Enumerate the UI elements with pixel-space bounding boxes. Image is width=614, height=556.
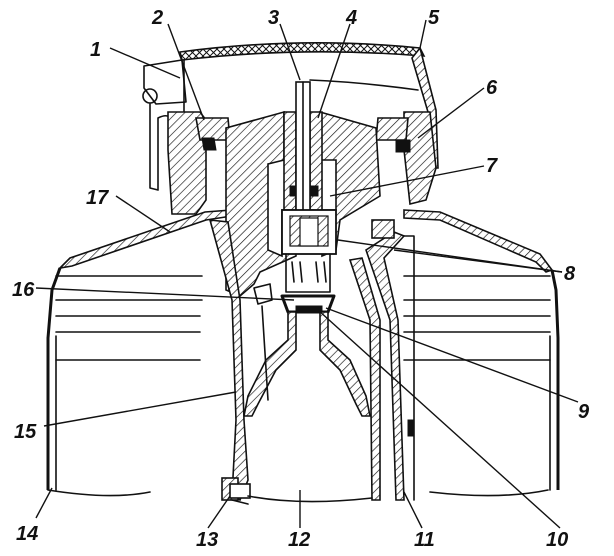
callout-3: 3 (268, 7, 279, 29)
callout-4: 4 (345, 7, 357, 29)
right-inner-tube (348, 219, 415, 501)
right-collar (375, 111, 437, 205)
left-collar (167, 111, 231, 215)
bottom-edges (231, 495, 373, 505)
lower-nozzle (243, 311, 371, 417)
callout-9: 9 (578, 401, 590, 423)
callout-15: 15 (14, 421, 37, 443)
callout-12: 12 (288, 529, 310, 551)
outer-tank-body (46, 267, 560, 497)
callout-17: 17 (86, 187, 109, 209)
callout-labels: 1 2 3 4 5 6 7 8 9 10 11 12 13 14 15 16 1… (12, 7, 590, 551)
callout-7: 7 (486, 155, 498, 177)
callout-16: 16 (12, 279, 35, 301)
callout-2: 2 (151, 7, 163, 29)
callout-1: 1 (90, 39, 101, 61)
seal-rings (289, 185, 319, 197)
drain-plug (221, 477, 251, 501)
callout-8: 8 (564, 263, 576, 285)
callout-13: 13 (196, 529, 218, 551)
callout-14: 14 (16, 523, 38, 545)
leader-lines (35, 19, 579, 529)
valve-insert (280, 209, 337, 314)
callout-5: 5 (428, 7, 440, 29)
callout-10: 10 (546, 529, 568, 551)
callout-6: 6 (486, 77, 498, 99)
callout-11: 11 (414, 529, 435, 551)
